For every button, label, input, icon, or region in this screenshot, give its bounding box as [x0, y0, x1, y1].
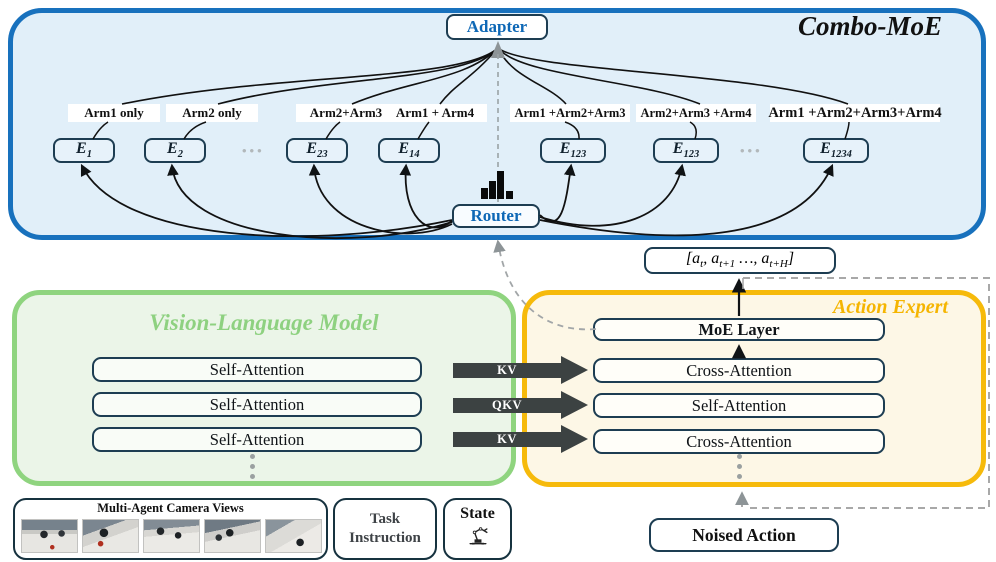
ae-cross-attention-1: Cross-Attention — [593, 358, 885, 383]
expert-label-arm2-only: Arm2 only — [166, 104, 258, 122]
vlm-panel — [12, 290, 516, 486]
task-instruction-line1: Task — [369, 511, 401, 528]
vlm-self-attention-2: Self-Attention — [92, 392, 422, 417]
camera-thumbnail-4 — [204, 519, 261, 553]
arrow-head — [561, 425, 588, 453]
arrow-head — [561, 356, 588, 384]
expert-box-e123-a: E123 — [540, 138, 606, 163]
robot-arm-icon — [469, 527, 488, 545]
expert-box-e1234: E1234 — [803, 138, 869, 163]
qkv-arrow-label: QKV — [492, 397, 522, 412]
moe-layer-box: MoE Layer — [593, 318, 885, 341]
expert-box-e14: E14 — [378, 138, 440, 163]
expert-label-arm2-arm3: Arm2+Arm3 — [296, 104, 396, 122]
expert-box-e123-b: E123 — [653, 138, 719, 163]
kv-arrow-top: KV — [453, 356, 588, 384]
noised-action-label: Noised Action — [692, 524, 796, 545]
expert-symbol: E2 — [167, 140, 183, 161]
arrow-head — [561, 391, 588, 419]
task-instruction-line2: Instruction — [349, 530, 421, 546]
camera-thumbnail-2 — [82, 519, 139, 553]
ae-ellipsis-dots — [737, 454, 742, 479]
adapter-label: Adapter — [466, 17, 528, 36]
camera-thumbnail-3 — [143, 519, 200, 553]
task-instruction-box: Task Instruction — [333, 498, 437, 560]
expert-symbol: E23 — [306, 140, 328, 161]
experts-ellipsis-right: ••• — [740, 143, 763, 158]
qkv-arrow-middle: QKV — [453, 391, 588, 419]
kv-arrow-label: KV — [497, 362, 517, 377]
router-label: Router — [470, 206, 522, 225]
expert-label-arm2-arm3-arm4: Arm2+Arm3 +Arm4 — [636, 104, 756, 122]
camera-thumbnail-5 — [265, 519, 322, 553]
action-tokens-box: [at, at+1 …, at+H] — [644, 247, 836, 274]
experts-ellipsis-left: ••• — [242, 143, 265, 158]
expert-label-arm1-arm2-arm3: Arm1 +Arm2+Arm3 — [510, 104, 630, 122]
state-box: State — [443, 498, 512, 560]
ae-self-attention: Self-Attention — [593, 393, 885, 418]
action-expert-title: Action Expert — [832, 296, 948, 318]
camera-thumbnail-1 — [21, 519, 78, 553]
expert-label-arm1-arm2-arm3-arm4: Arm1 +Arm2+Arm3+Arm4 — [768, 104, 942, 122]
expert-symbol: E123 — [672, 140, 700, 161]
expert-symbol: E1234 — [820, 140, 852, 161]
vlm-self-attention-1: Self-Attention — [92, 357, 422, 382]
ae-cross-attention-2: Cross-Attention — [593, 429, 885, 454]
noised-action-box: Noised Action — [649, 518, 839, 552]
vlm-title: Vision-Language Model — [149, 310, 379, 335]
kv-arrow-label: KV — [497, 431, 517, 446]
vlm-ellipsis-dots — [250, 454, 255, 479]
action-tokens-text: [at, at+1 …, at+H] — [685, 250, 795, 271]
expert-label-arm1-arm4: Arm1 + Arm4 — [383, 104, 487, 122]
router-box: Router — [452, 204, 540, 228]
expert-box-e2: E2 — [144, 138, 206, 163]
vlm-self-attention-3: Self-Attention — [92, 427, 422, 452]
combo-moe-title: Combo-MoE — [797, 11, 942, 41]
adapter-box: Adapter — [446, 14, 548, 40]
expert-box-e1: E1 — [53, 138, 115, 163]
camera-views-title: Multi-Agent Camera Views — [97, 501, 244, 515]
kv-arrow-bottom: KV — [453, 425, 588, 453]
expert-symbol: E14 — [398, 140, 420, 161]
state-label: State — [460, 505, 495, 522]
expert-symbol: E1 — [76, 140, 92, 161]
expert-symbol: E123 — [559, 140, 587, 161]
expert-box-e23: E23 — [286, 138, 348, 163]
expert-label-arm1-only: Arm1 only — [68, 104, 160, 122]
camera-thumbnails — [21, 519, 322, 553]
